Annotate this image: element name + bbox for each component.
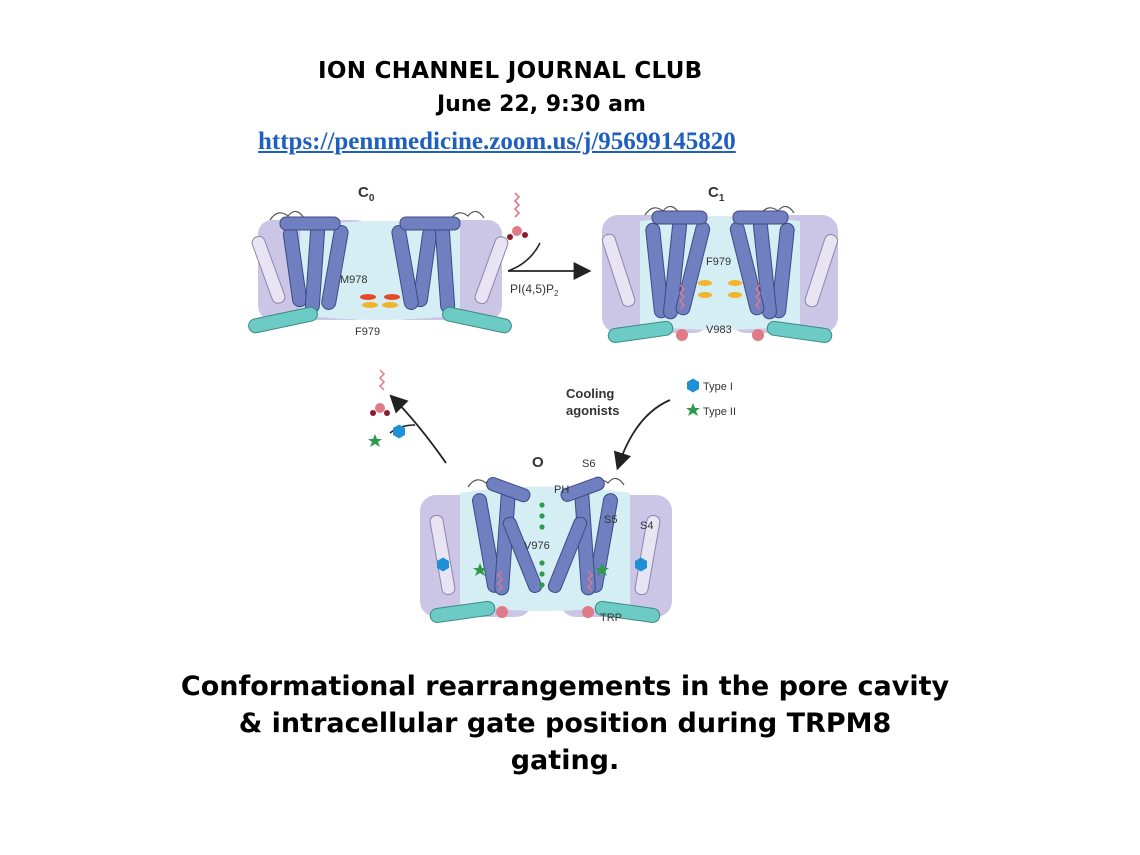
c0-state-label: C0 <box>358 184 375 204</box>
c1-bound-pip2 <box>676 284 764 341</box>
c0-label-m978: M978 <box>340 274 368 286</box>
type1-agonist-icon <box>687 378 699 393</box>
c1-helices <box>645 210 795 320</box>
cooling-label-line2: agonists <box>566 403 619 418</box>
zoom-link-main[interactable]: https://pennmedicine.zoom.us/j/956991458… <box>258 128 724 155</box>
o-s4-helices <box>429 514 661 596</box>
c1-state-label: C1 <box>708 184 725 204</box>
c0-state-panel: C0 M978 F979 <box>248 184 512 338</box>
o-helices <box>472 476 618 596</box>
type2-agonist-icon <box>686 403 700 416</box>
cooling-agonists-arrow: Cooling agonists Type I Type II <box>566 378 736 471</box>
c0-gate-residues <box>360 294 400 308</box>
o-state-panel: O <box>420 454 672 624</box>
o-label-trp: TRP <box>600 612 622 624</box>
pip2-binding-arrow: PI(4,5)P2 <box>507 192 592 298</box>
o-label-s4: S4 <box>640 520 653 532</box>
zoom-link[interactable]: https://pennmedicine.zoom.us/j/956991458… <box>258 128 736 156</box>
type2-label: Type II <box>703 406 736 418</box>
zoom-link-tail[interactable]: 0 <box>723 128 736 155</box>
pip2-label: PI(4,5)P2 <box>510 282 559 298</box>
trpm8-gating-diagram: C0 M978 F979 <box>248 184 839 624</box>
o-label-ph: PH <box>554 484 569 496</box>
meeting-date: June 22, 9:30 am <box>437 92 646 117</box>
c1-gate-residues <box>698 280 742 298</box>
c1-trp-helices <box>607 320 833 343</box>
c1-label-f979: F979 <box>706 256 731 268</box>
o-trp-helices <box>429 600 661 623</box>
c1-s4-helices <box>601 233 839 308</box>
page-title: ION CHANNEL JOURNAL CLUB <box>318 58 703 84</box>
c0-s4-helices <box>251 235 509 305</box>
type1-label: Type I <box>703 381 733 393</box>
pip2-headgroup <box>512 226 522 236</box>
o-label-s5: S5 <box>604 514 617 526</box>
c0-trp-helices <box>248 306 512 334</box>
c1-state-panel: C1 <box>601 184 839 343</box>
figure-caption: Conformational rearrangements in the por… <box>180 671 950 776</box>
o-label-v976: V976 <box>524 540 550 552</box>
pip2-lipid-tail <box>513 192 521 218</box>
c0-label-f979: F979 <box>355 326 380 338</box>
o-ion-dots <box>539 502 545 588</box>
c1-label-v983: V983 <box>706 324 732 336</box>
unbinding-arrow <box>368 369 447 464</box>
c0-loops <box>269 210 485 221</box>
o-label-s6: S6 <box>582 458 595 470</box>
cooling-label-line1: Cooling <box>566 386 614 401</box>
o-state-label: O <box>532 454 544 471</box>
o-bound-agonists <box>437 557 647 618</box>
